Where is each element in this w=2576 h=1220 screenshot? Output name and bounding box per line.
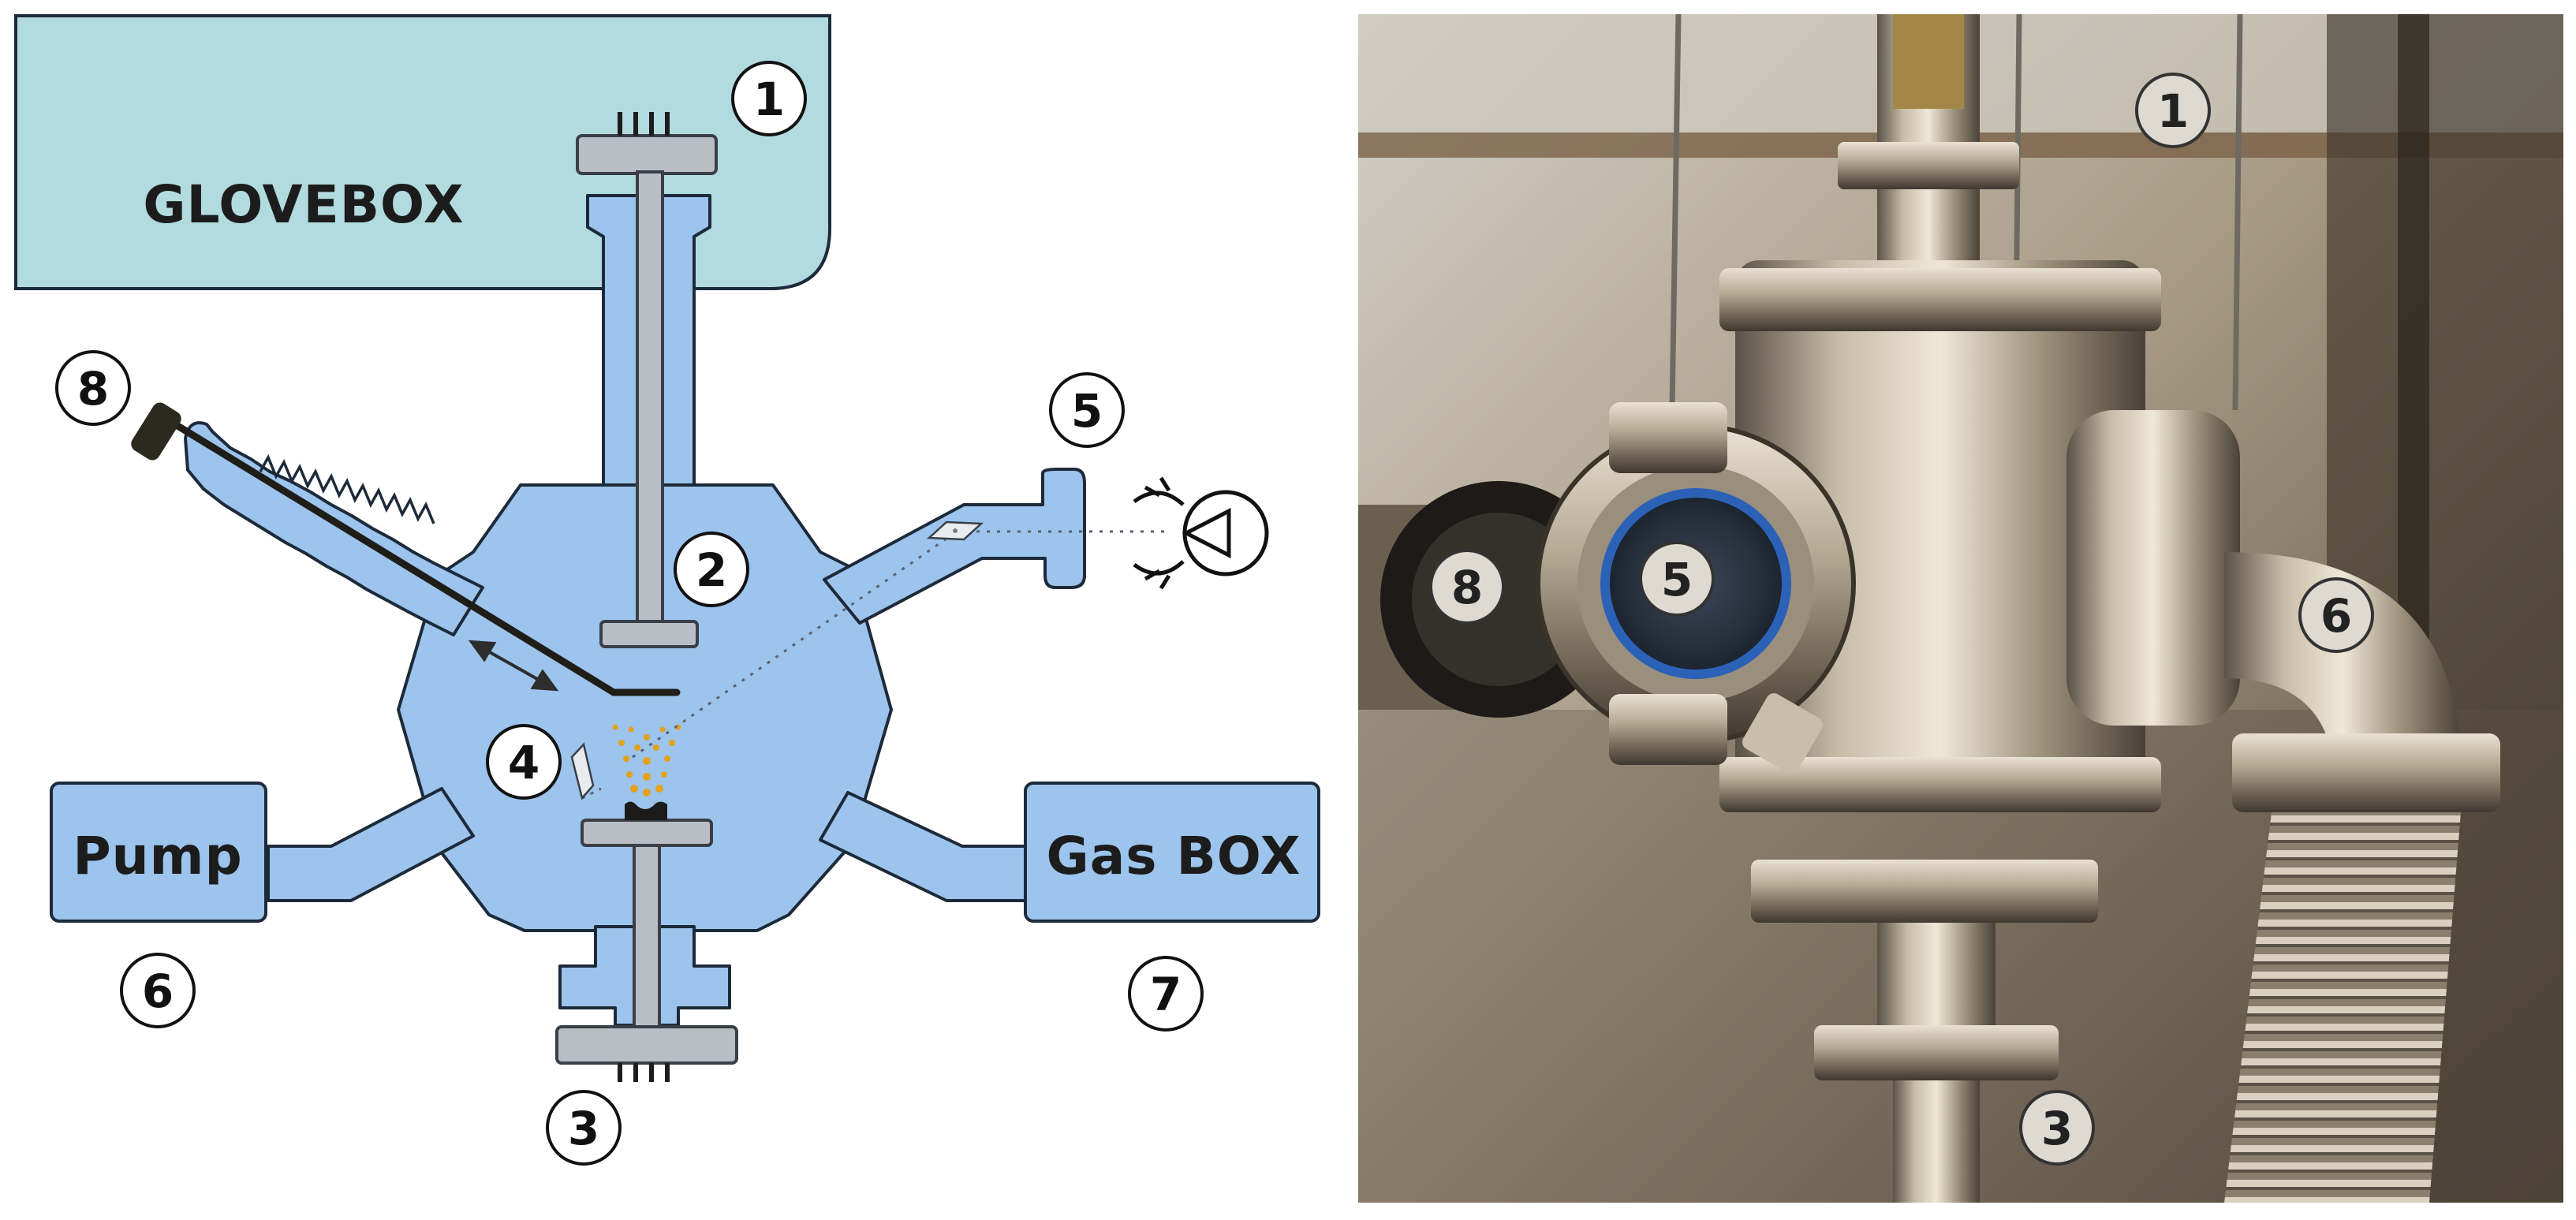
photo-callout-1-text: 1 bbox=[2157, 84, 2189, 138]
photo-callout-3 bbox=[2019, 1090, 2095, 1166]
callout-2 bbox=[674, 532, 749, 607]
callout-8 bbox=[55, 350, 131, 426]
photo-callout-8-text: 8 bbox=[1451, 561, 1483, 614]
schematic: GLOVEBOX bbox=[14, 14, 1320, 1166]
callout-5 bbox=[1049, 372, 1125, 448]
callout-1-text: 1 bbox=[753, 73, 785, 126]
callout-3-text: 3 bbox=[568, 1102, 599, 1155]
photo-callout-8 bbox=[1429, 549, 1505, 625]
callout-8-text: 8 bbox=[77, 362, 109, 416]
motion-arrow bbox=[468, 640, 559, 692]
photo-callout-1 bbox=[2135, 73, 2211, 148]
callout-7 bbox=[1128, 956, 1204, 1032]
chamber bbox=[50, 194, 1320, 1027]
diagram-callouts bbox=[55, 61, 1204, 1166]
callout-4-text: 4 bbox=[508, 736, 539, 789]
callout-2-text: 2 bbox=[696, 543, 727, 597]
manipulator-knob bbox=[131, 402, 181, 461]
photo-callout-6-text: 6 bbox=[2320, 589, 2352, 643]
pump-label: Pump bbox=[73, 826, 242, 886]
callout-6-text: 6 bbox=[142, 964, 174, 1018]
optical-path bbox=[632, 532, 955, 759]
eye-icon bbox=[1133, 476, 1269, 590]
photo-callout-6 bbox=[2298, 577, 2374, 653]
bellows-teeth bbox=[259, 453, 435, 524]
bottom-flange bbox=[555, 801, 738, 1082]
glovebox-label: GLOVEBOX bbox=[143, 174, 464, 235]
manipulator-rod bbox=[131, 402, 681, 696]
photo-panel: 1 3 5 6 8 bbox=[1358, 14, 2563, 1203]
callout-5-text: 5 bbox=[1071, 384, 1103, 438]
top-flange bbox=[576, 112, 718, 648]
callout-4 bbox=[486, 724, 562, 800]
mirror-left bbox=[570, 742, 595, 800]
gasbox-label: Gas BOX bbox=[1047, 826, 1301, 886]
pump-gauge-path bbox=[581, 787, 602, 800]
sputter-plume bbox=[612, 724, 681, 797]
photo-callout-3-text: 3 bbox=[2041, 1102, 2073, 1155]
photo-callouts bbox=[1429, 73, 2374, 1166]
callout-1 bbox=[731, 61, 807, 136]
callout-3 bbox=[546, 1090, 622, 1166]
callout-7-text: 7 bbox=[1150, 968, 1182, 1021]
photo-callout-5 bbox=[1639, 541, 1715, 617]
callout-6 bbox=[120, 953, 196, 1028]
sample-target bbox=[625, 801, 667, 820]
photo-callout-5-text: 5 bbox=[1661, 553, 1693, 606]
